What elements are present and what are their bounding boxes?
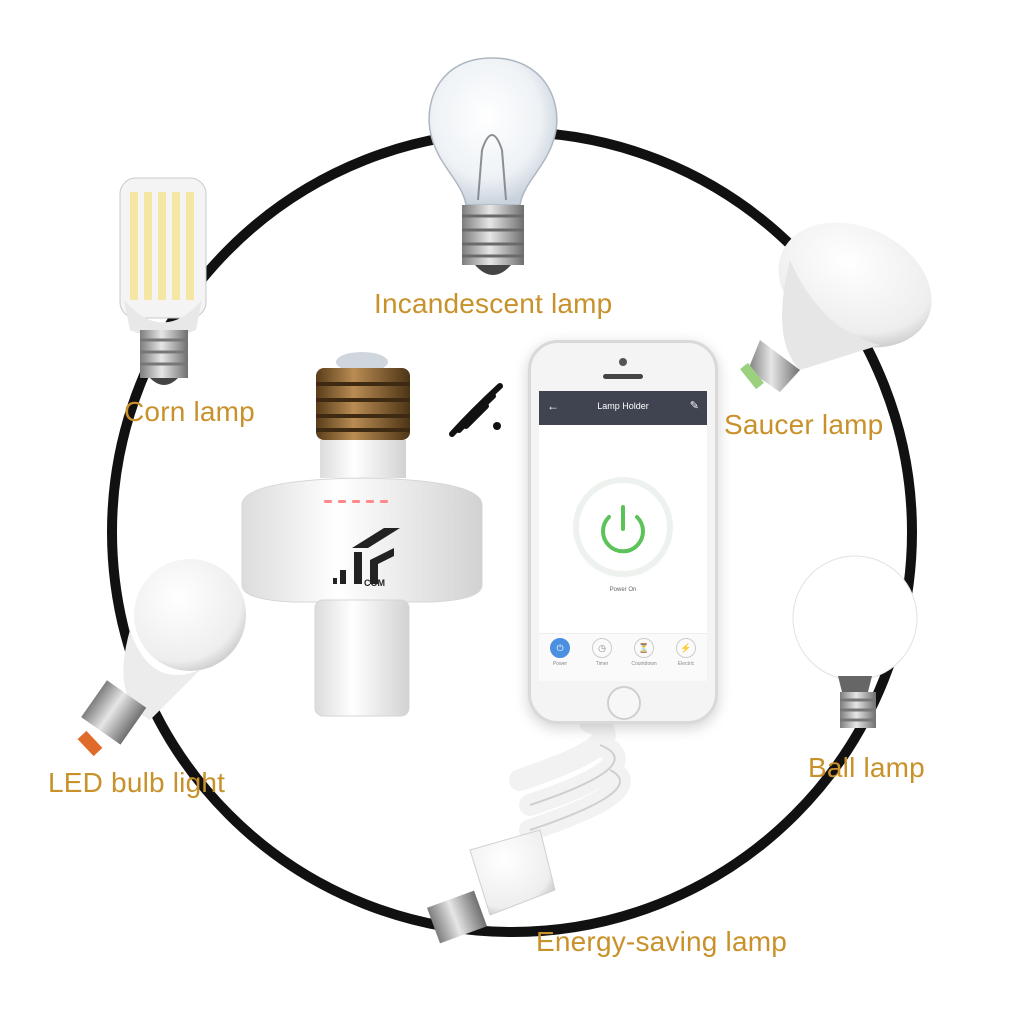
tab-electric[interactable]: ⚡ Electric <box>665 638 707 667</box>
phone-screen: ← Lamp Holder ✎ Power On ⏻ Power ◷ Timer <box>539 391 707 681</box>
label-incandescent-lamp: Incandescent lamp <box>374 288 613 319</box>
label-ball-lamp: Ball lamp <box>808 752 925 783</box>
power-status-text: Power On <box>609 587 637 593</box>
timer-icon: ◷ <box>592 638 612 658</box>
power-tab-icon: ⏻ <box>550 638 570 658</box>
incandescent-lamp-image <box>428 57 558 275</box>
energy-saving-lamp-image <box>427 711 631 944</box>
saucer-lamp-image <box>740 222 932 392</box>
home-button[interactable] <box>607 686 641 720</box>
tab-countdown[interactable]: ⏳ Countdown <box>623 638 665 667</box>
tab-label: Power <box>552 661 568 667</box>
label-saucer-lamp: Saucer lamp <box>724 409 884 440</box>
tab-timer[interactable]: ◷ Timer <box>581 638 623 667</box>
label-corn-lamp: Corn lamp <box>124 396 255 427</box>
brand-mark-text: COM <box>364 578 385 588</box>
tab-bar: ⏻ Power ◷ Timer ⏳ Countdown ⚡ Electric <box>539 633 707 681</box>
ball-lamp-image <box>792 555 918 728</box>
label-energy-saving-lamp: Energy-saving lamp <box>536 926 788 957</box>
edit-icon[interactable]: ✎ <box>689 400 699 412</box>
app-title: Lamp Holder <box>597 401 649 411</box>
corn-lamp-image <box>119 177 207 385</box>
power-button[interactable] <box>579 483 667 571</box>
tab-label: Timer <box>595 661 609 667</box>
tab-power[interactable]: ⏻ Power <box>539 638 581 667</box>
speaker-slot <box>603 374 643 379</box>
tab-label: Countdown <box>631 661 657 667</box>
smartphone: ← Lamp Holder ✎ Power On ⏻ Power ◷ Timer <box>528 340 718 724</box>
brand-logo <box>333 528 400 584</box>
app-header: ← Lamp Holder ✎ <box>539 391 707 425</box>
back-arrow-icon[interactable]: ← <box>547 399 559 413</box>
wifi-icon <box>449 383 503 437</box>
power-icon <box>601 505 645 554</box>
camera-dot <box>619 358 627 366</box>
led-bulb-image <box>77 559 246 757</box>
countdown-icon: ⏳ <box>634 638 654 658</box>
label-led-bulb-light: LED bulb light <box>48 767 226 798</box>
smart-lamp-holder-image <box>241 352 483 717</box>
tab-label: Electric <box>677 661 695 667</box>
lightning-icon: ⚡ <box>676 638 696 658</box>
